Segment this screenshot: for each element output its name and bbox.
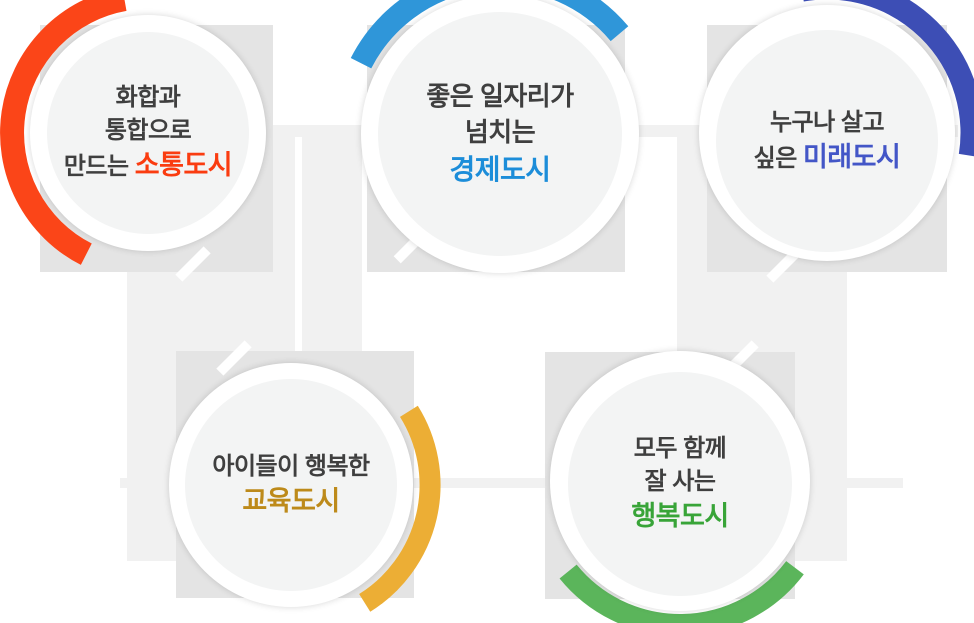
circle-text-line: 넘치는 (464, 116, 536, 147)
highlight-keyword: 교육도시 (242, 485, 340, 516)
highlight-prefix: 만드는 (63, 153, 135, 181)
highlight-prefix: 싶은 (753, 144, 803, 172)
circle-text-line: 싶은 미래도시 (754, 139, 901, 176)
education-arc (359, 405, 441, 612)
communication-arc (0, 0, 127, 265)
circle-happiness-inner: 모두 함께 잘 사는 행복도시 (568, 372, 792, 596)
circle-text-line: 통합으로 (104, 117, 192, 145)
connector-band-middle (302, 131, 362, 353)
circle-text-line: 누구나 살고 (769, 108, 885, 136)
highlight-keyword: 소통도시 (134, 150, 233, 181)
highlight-keyword: 미래도시 (802, 141, 901, 172)
circle-future-inner: 누구나 살고 싶은 미래도시 (716, 30, 938, 252)
circle-communication-inner: 화합과 통합으로 만드는 소통도시 (47, 32, 249, 234)
circle-text-line: 행복도시 (631, 498, 729, 535)
circle-text-line: 화합과 (115, 84, 181, 112)
circle-text-line: 좋은 일자리가 (426, 80, 574, 111)
connector-band-bottom (120, 478, 903, 488)
circle-text-line: 만드는 소통도시 (63, 147, 233, 184)
highlight-keyword: 행복도시 (631, 501, 729, 532)
circle-education-inner: 아이들이 행복한 교육도시 (185, 379, 397, 591)
happiness-arc (559, 560, 804, 623)
circle-future-city: 누구나 살고 싶은 미래도시 (699, 5, 955, 261)
economy-arc (350, 0, 629, 69)
circle-text-line: 아이들이 행복한 (212, 452, 370, 480)
circle-text-line: 모두 함께 (633, 435, 727, 463)
future-arc (803, 0, 974, 157)
circle-communication-city: 화합과 통합으로 만드는 소통도시 (30, 15, 266, 251)
circle-education-city: 아이들이 행복한 교육도시 (169, 363, 413, 607)
circle-economy-inner: 좋은 일자리가 넘치는 경제도시 (378, 12, 622, 256)
circle-happiness-city: 모두 함께 잘 사는 행복도시 (550, 351, 810, 611)
circle-text-line: 교육도시 (242, 483, 340, 520)
highlight-keyword: 경제도시 (449, 153, 551, 185)
circle-economy-city: 좋은 일자리가 넘치는 경제도시 (361, 0, 639, 273)
circle-text-line: 경제도시 (449, 151, 551, 190)
circle-text-line: 잘 사는 (644, 468, 716, 496)
